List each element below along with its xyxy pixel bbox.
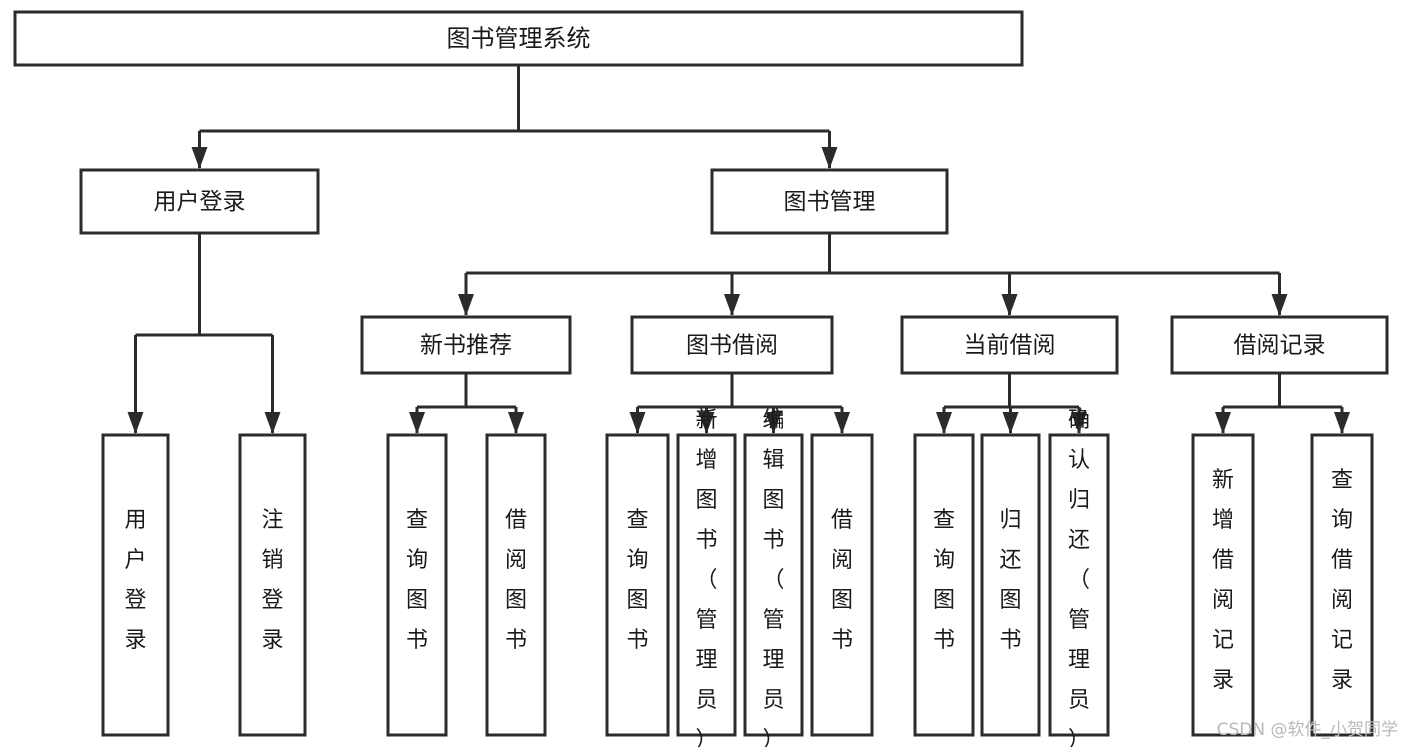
level3-node-3-label: 借阅记录 (1234, 333, 1326, 359)
level3-node-0-label: 新书推荐 (420, 333, 512, 359)
leaf-node-7-label: 借阅图书 (831, 508, 853, 653)
leaf-node-1-box[interactable] (238, 433, 307, 737)
leaf-node-11[interactable]: 新增借阅记录 (1191, 433, 1255, 737)
level3-node-2-label: 当前借阅 (964, 333, 1056, 359)
arrow-head-icon (1271, 294, 1288, 316)
root-node-label: 图书管理系统 (447, 25, 591, 53)
level3-node-1-box[interactable] (630, 315, 834, 375)
level3-node-3-box[interactable] (1170, 315, 1389, 375)
arrow-head-icon (1002, 412, 1019, 434)
root-node-box[interactable] (13, 10, 1024, 67)
leaf-node-12[interactable]: 查询借阅记录 (1310, 433, 1374, 737)
leaf-node-10[interactable]: 确认归还（管理员） (1048, 408, 1110, 747)
leaf-node-6-label: 编辑图书（管理员） (762, 408, 784, 747)
arrow-head-icon (765, 412, 782, 434)
level3-node-2-box[interactable] (900, 315, 1119, 375)
leaf-node-10-label: 确认归还（管理员） (1068, 408, 1090, 747)
nodes-layer: 图书管理系统用户登录图书管理新书推荐图书借阅当前借阅借阅记录用户登录注销登录查询… (13, 10, 1389, 747)
leaf-node-9-label: 归还图书 (999, 508, 1021, 653)
level3-node-1[interactable]: 图书借阅 (630, 315, 834, 375)
arrow-head-icon (821, 147, 838, 169)
leaf-node-4[interactable]: 查询图书 (605, 433, 670, 737)
leaf-node-10-box[interactable] (1048, 433, 1110, 737)
leaf-node-1-label: 注销登录 (261, 508, 283, 653)
leaf-node-0-box[interactable] (101, 433, 170, 737)
arrow-head-icon (1001, 294, 1018, 316)
leaf-node-2-label: 查询图书 (406, 508, 428, 653)
leaf-node-2-box[interactable] (386, 433, 448, 737)
arrow-head-icon (1071, 412, 1087, 434)
leaf-node-3[interactable]: 借阅图书 (485, 433, 547, 737)
connectors-layer (127, 65, 1350, 434)
level3-node-3[interactable]: 借阅记录 (1170, 315, 1389, 375)
arrow-head-icon (191, 147, 208, 169)
leaf-node-8[interactable]: 查询图书 (913, 433, 975, 737)
arrow-head-icon (724, 294, 740, 316)
leaf-node-1[interactable]: 注销登录 (238, 433, 307, 737)
leaf-node-4-label: 查询图书 (626, 508, 648, 653)
level3-node-0[interactable]: 新书推荐 (360, 315, 572, 375)
leaf-node-9[interactable]: 归还图书 (980, 433, 1041, 737)
arrow-head-icon (1334, 412, 1350, 434)
leaf-node-7-box[interactable] (810, 433, 874, 737)
leaf-node-5-box[interactable] (676, 433, 737, 737)
leaf-node-8-label: 查询图书 (933, 508, 955, 653)
leaf-node-4-box[interactable] (605, 433, 670, 737)
leaf-node-11-label: 新增借阅记录 (1212, 468, 1234, 693)
arrow-head-icon (127, 412, 144, 434)
leaf-node-0-label: 用户登录 (124, 508, 146, 653)
arrow-head-icon (629, 412, 646, 434)
level2-node-0-box[interactable] (79, 168, 320, 235)
arrow-head-icon (698, 412, 715, 434)
level2-node-1-box[interactable] (710, 168, 949, 235)
level2-node-0[interactable]: 用户登录 (79, 168, 320, 235)
csdn-watermark: CSDN @软件_小贺同学 (1217, 720, 1398, 740)
leaf-node-6-box[interactable] (743, 433, 804, 737)
leaf-node-7[interactable]: 借阅图书 (810, 433, 874, 737)
level2-node-1-label: 图书管理 (784, 189, 876, 215)
leaf-node-5[interactable]: 新增图书（管理员） (676, 408, 737, 747)
leaf-node-8-box[interactable] (913, 433, 975, 737)
level2-node-0-label: 用户登录 (154, 189, 246, 215)
level3-node-0-box[interactable] (360, 315, 572, 375)
level2-node-1[interactable]: 图书管理 (710, 168, 949, 235)
leaf-node-9-box[interactable] (980, 433, 1041, 737)
leaf-node-0[interactable]: 用户登录 (101, 433, 170, 737)
leaf-node-3-box[interactable] (485, 433, 547, 737)
level3-node-1-label: 图书借阅 (686, 333, 778, 359)
arrow-head-icon (1215, 412, 1231, 434)
leaf-node-2[interactable]: 查询图书 (386, 433, 448, 737)
leaf-node-12-label: 查询借阅记录 (1331, 468, 1353, 693)
leaf-node-5-label: 新增图书（管理员） (695, 408, 717, 747)
leaf-node-3-label: 借阅图书 (505, 508, 527, 653)
arrow-head-icon (264, 412, 281, 434)
arrow-head-icon (834, 412, 850, 434)
level3-node-2[interactable]: 当前借阅 (900, 315, 1119, 375)
root-node[interactable]: 图书管理系统 (13, 10, 1024, 67)
leaf-node-11-box[interactable] (1191, 433, 1255, 737)
arrow-head-icon (409, 412, 425, 434)
arrow-head-icon (508, 412, 524, 434)
arrow-head-icon (458, 294, 474, 316)
arrow-head-icon (936, 412, 952, 434)
leaf-node-12-box[interactable] (1310, 433, 1374, 737)
leaf-node-6[interactable]: 编辑图书（管理员） (743, 408, 804, 747)
